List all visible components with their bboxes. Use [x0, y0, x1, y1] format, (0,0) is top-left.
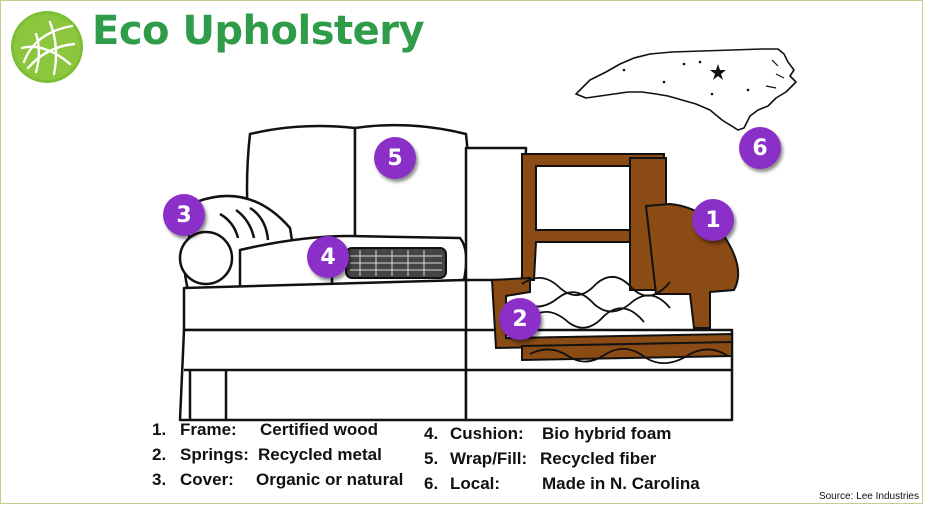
north-carolina-map-icon	[575, 48, 797, 131]
legend-name: Cushion:	[450, 424, 524, 443]
badge-local: 6	[739, 127, 781, 169]
sofa-skirt	[178, 328, 468, 422]
legend-name: Local:	[450, 474, 501, 493]
legend-number: 4.	[424, 424, 439, 443]
legend-value: Organic or natural	[256, 470, 404, 489]
legend-value: Recycled metal	[258, 445, 382, 464]
badge-springs: 2	[499, 298, 541, 340]
legend-item: 2. Springs: Recycled metal	[152, 445, 422, 470]
legend-item: 1. Frame: Certified wood	[152, 420, 422, 445]
legend-item: 5. Wrap/Fill: Recycled fiber	[424, 449, 724, 474]
star-icon	[710, 64, 726, 80]
page-title: Eco Upholstery	[92, 8, 425, 54]
source-credit: Source: Lee Industries	[818, 491, 919, 502]
legend-number: 1.	[152, 420, 167, 439]
badge-wrap-fill: 5	[374, 137, 416, 179]
legend-name: Springs:	[180, 445, 249, 464]
badge-cushion: 4	[307, 236, 349, 278]
back-cushion-right	[353, 123, 471, 248]
legend-value: Bio hybrid foam	[542, 424, 672, 443]
badge-cover: 3	[163, 194, 205, 236]
legend-number: 5.	[424, 449, 439, 468]
legend-right: 4. Cushion: Bio hybrid foam 5. Wrap/Fill…	[424, 424, 724, 499]
springs	[519, 276, 729, 364]
legend-item: 4. Cushion: Bio hybrid foam	[424, 424, 724, 449]
legend-number: 6.	[424, 474, 439, 493]
legend-value: Certified wood	[260, 420, 379, 439]
legend-item: 3. Cover: Organic or natural	[152, 470, 422, 495]
legend-number: 3.	[152, 470, 167, 489]
legend-name: Wrap/Fill:	[450, 449, 528, 468]
leaf-globe-icon	[11, 11, 83, 83]
legend-item: 6. Local: Made in N. Carolina	[424, 474, 724, 499]
legend-number: 2.	[152, 445, 167, 464]
legend-value: Made in N. Carolina	[542, 474, 700, 493]
legend-name: Cover:	[180, 470, 234, 489]
legend-left: 1. Frame: Certified wood 2. Springs: Rec…	[152, 420, 422, 495]
badge-frame: 1	[692, 199, 734, 241]
legend-name: Frame:	[180, 420, 237, 439]
legend-value: Recycled fiber	[540, 449, 657, 468]
sofa-illustration	[178, 123, 740, 422]
